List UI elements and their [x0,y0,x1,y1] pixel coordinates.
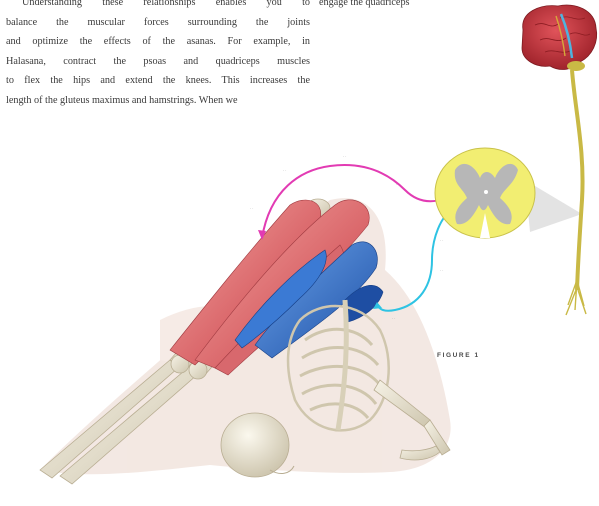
svg-text:· ·: · · [392,317,395,321]
svg-text:· ·: · · [396,183,399,187]
svg-text:· ·: · · [440,269,443,273]
svg-text:· ·: · · [440,239,443,243]
svg-text:· ·: · · [283,169,286,173]
svg-text:· ·: · · [250,207,253,211]
spinal-cord-icon [566,70,586,315]
svg-text:· ·: · · [343,155,346,159]
brain-icon [522,5,597,71]
figure-label: FIGURE 1 [437,352,480,359]
spinal-cross-section-icon [435,148,535,238]
